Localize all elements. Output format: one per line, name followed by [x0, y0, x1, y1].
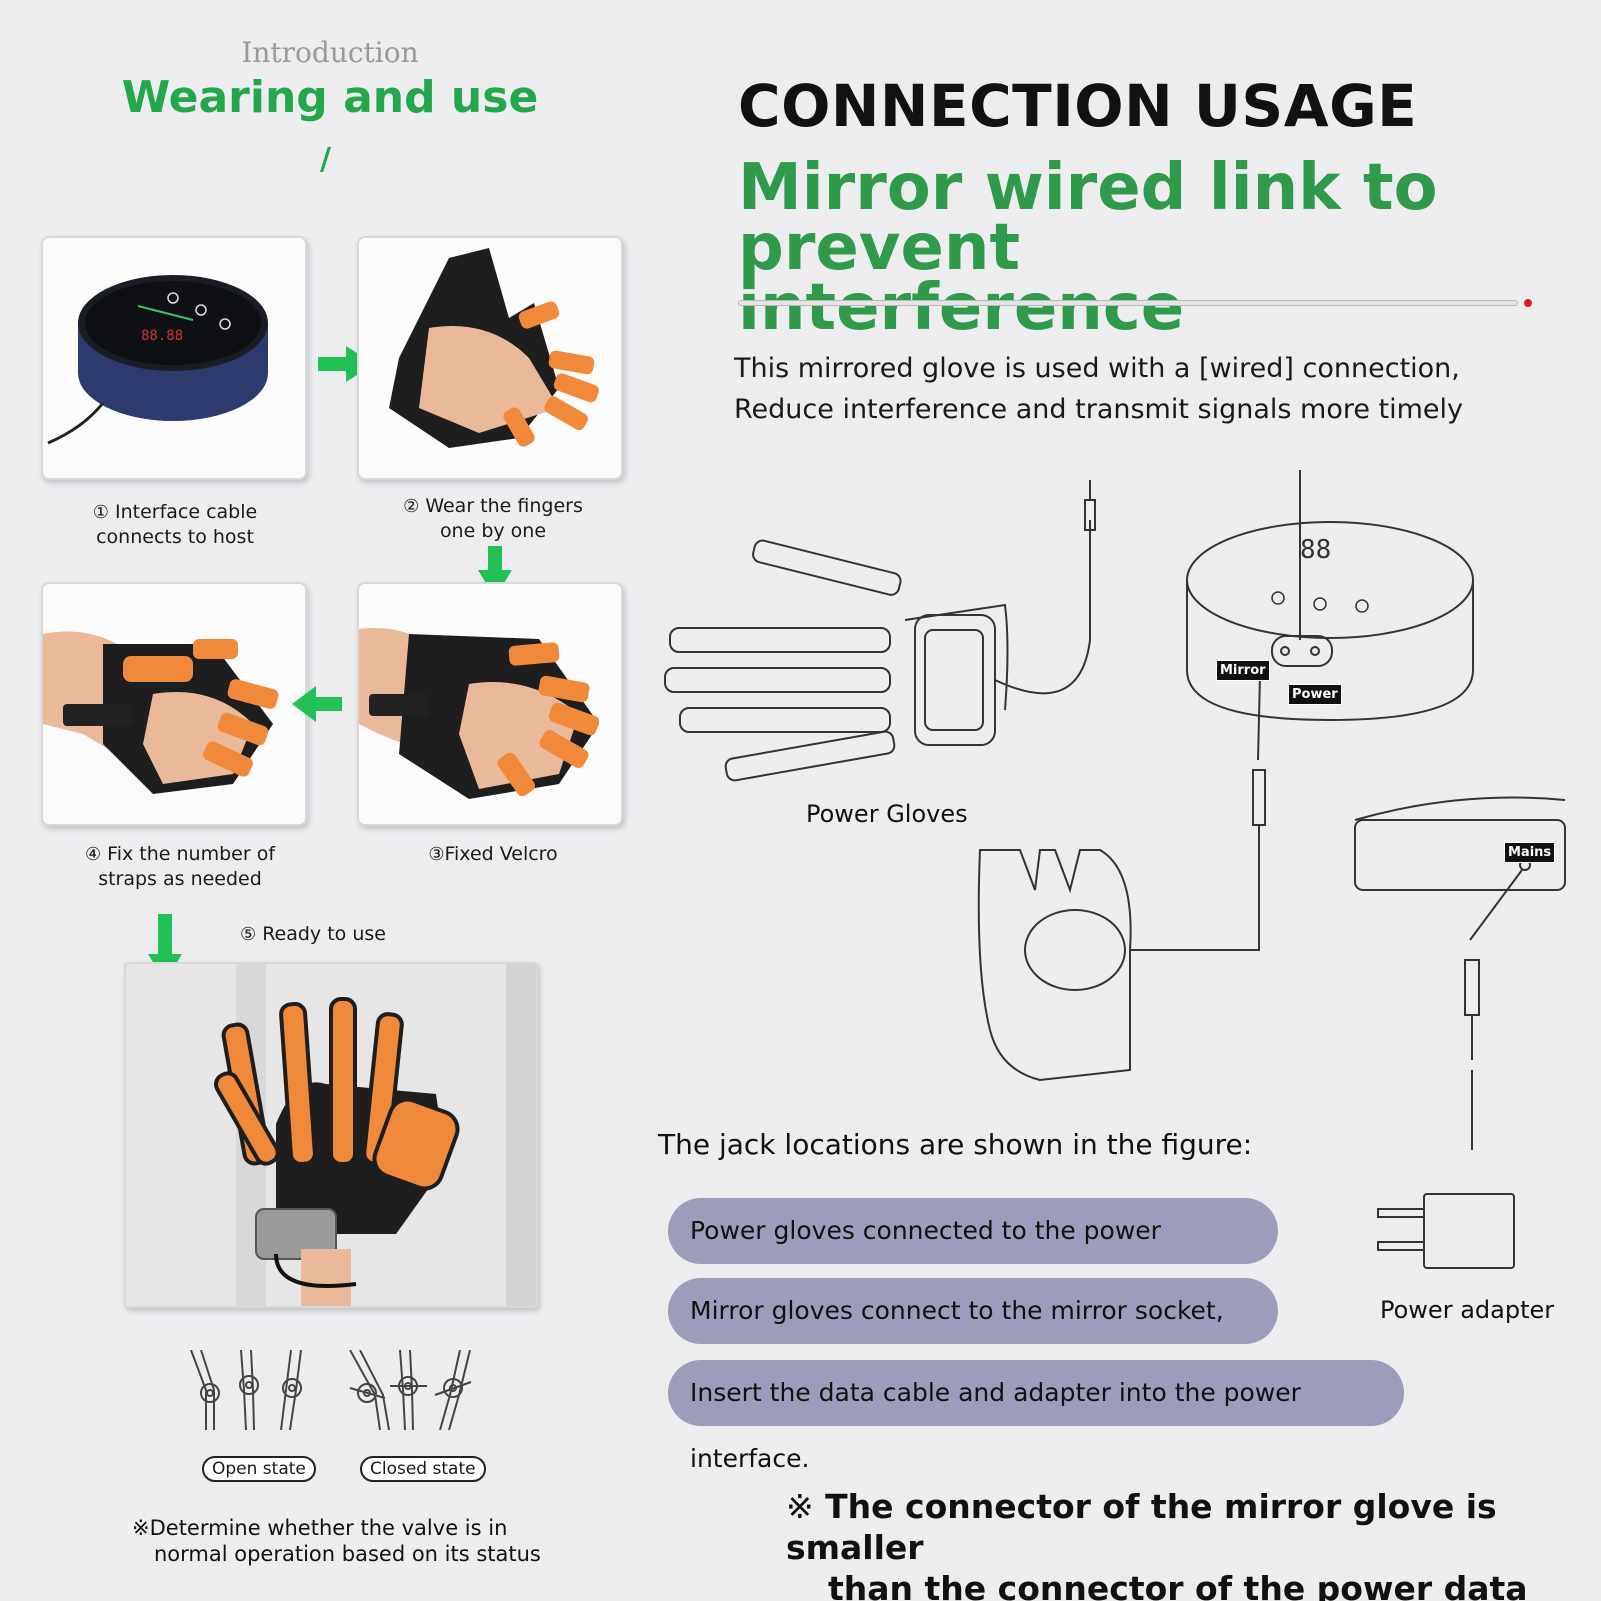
power-adapter-label: Power adapter	[1380, 1296, 1555, 1324]
photo-host-device: 88.88	[41, 236, 307, 480]
power-gloves-label: Power Gloves	[806, 800, 968, 828]
photo-wear-fingers	[357, 236, 623, 480]
step-3-caption: ③Fixed Velcro	[428, 843, 558, 865]
wearing-heading: Wearing and use	[121, 72, 539, 123]
valve-closed-icon	[345, 1349, 475, 1444]
connector-note: ※ The connector of the mirror glove is s…	[786, 1487, 1528, 1601]
photo-fix-straps	[41, 582, 307, 826]
step-2-caption: ② Wear the fingers one by one	[403, 495, 583, 542]
step-1-caption: ① Interface cable connects to host	[92, 501, 258, 548]
jack-heading: The jack locations are shown in the figu…	[658, 1128, 1253, 1161]
description-text: This mirrored glove is used with a [wire…	[734, 353, 1464, 425]
closed-state-label: Closed state	[360, 1456, 486, 1482]
photo-ready-glove	[124, 962, 538, 1308]
photo-fixed-velcro	[357, 582, 623, 826]
connection-usage-title: CONNECTION USAGE	[738, 72, 1418, 140]
step-4-caption: ④ Fix the number of straps as needed	[84, 843, 276, 890]
mains-port-tag: Mains	[1504, 842, 1556, 863]
connection-diagram: 88	[660, 470, 1580, 1154]
instruction-pill-3: Insert the data cable and adapter into t…	[668, 1360, 1404, 1473]
power-port-tag: Power	[1288, 684, 1342, 705]
arrow-left-icon	[292, 686, 342, 726]
heading-slash: /	[320, 142, 331, 177]
open-state-label: Open state	[202, 1456, 316, 1482]
mirror-port-tag: Mirror	[1216, 660, 1270, 681]
svg-text:88: 88	[1300, 535, 1331, 565]
instruction-pill-1: Power gloves connected to the power inte…	[668, 1198, 1278, 1311]
intro-label: Introduction	[241, 36, 419, 69]
instruction-pill-2: Mirror gloves connect to the mirror sock…	[668, 1278, 1278, 1344]
valve-note: ※Determine whether the valve is in norma…	[132, 1516, 541, 1566]
mirror-subtitle: Mirror wired link to prevent interferenc…	[738, 151, 1438, 345]
svg-text:88.88: 88.88	[141, 328, 183, 344]
divider-rule	[738, 300, 1518, 306]
valve-open-icon	[186, 1349, 316, 1444]
step-5-caption: ⑤ Ready to use	[240, 923, 386, 945]
divider-dot	[1524, 299, 1532, 307]
power-adapter-icon	[1374, 1192, 1524, 1276]
